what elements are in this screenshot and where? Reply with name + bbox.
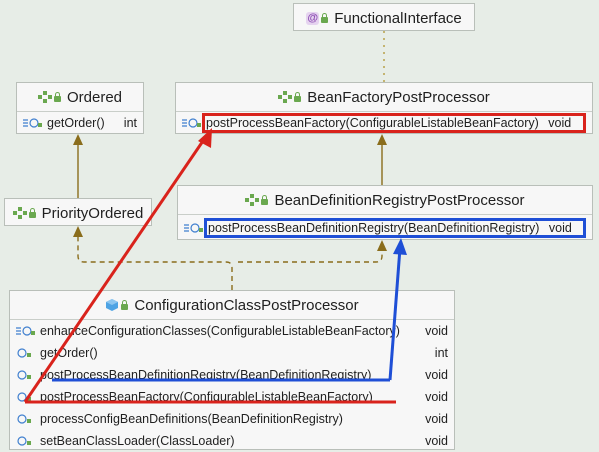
method-row[interactable]: processConfigBeanDefinitions(BeanDefinit…	[10, 408, 454, 430]
arrowhead	[73, 134, 83, 145]
highlighted-method-signature: postProcessBeanDefinitionRegistry(BeanDe…	[204, 217, 586, 238]
node-bean-definition-registry-post-processor[interactable]: BeanDefinitionRegistryPostProcessor post…	[177, 185, 593, 240]
method-icon	[17, 392, 31, 402]
blue-arrowhead	[393, 238, 407, 255]
method-return-type: void	[548, 220, 572, 235]
method-icon	[184, 222, 203, 233]
method-row[interactable]: postProcessBeanDefinitionRegistry(BeanDe…	[10, 364, 454, 386]
arrowhead	[377, 134, 387, 145]
method-row[interactable]: setBeanClassLoader(ClassLoader) void	[10, 430, 454, 452]
method-return-type: void	[425, 324, 448, 338]
method-signature: getOrder()	[40, 346, 98, 360]
annotation-icon: @	[306, 11, 329, 25]
method-row[interactable]: getOrder() int	[10, 342, 454, 364]
method-row[interactable]: postProcessBeanFactory(ConfigurableLista…	[176, 112, 592, 134]
method-return-type: void	[425, 368, 448, 382]
method-row[interactable]: postProcessBeanFactory(ConfigurableLista…	[10, 386, 454, 408]
interface-icon	[37, 91, 61, 103]
method-signature: processConfigBeanDefinitions(BeanDefinit…	[40, 412, 343, 426]
arrowhead	[73, 226, 83, 237]
node-configuration-class-post-processor[interactable]: ConfigurationClassPostProcessor enhanceC…	[9, 290, 455, 450]
interface-icon	[245, 194, 269, 206]
node-title: FunctionalInterface	[334, 9, 462, 27]
method-icon	[17, 370, 31, 380]
implements-arrow-config-to-interfaces	[77, 232, 383, 290]
node-functional-interface[interactable]: @ FunctionalInterface	[293, 3, 475, 31]
method-row[interactable]: getOrder() int	[17, 112, 143, 134]
method-signature: postProcessBeanDefinitionRegistry(BeanDe…	[40, 368, 372, 382]
method-icon	[23, 118, 42, 128]
method-signature: getOrder()	[47, 116, 105, 130]
method-icon	[16, 326, 35, 336]
node-title: Ordered	[66, 88, 123, 106]
highlighted-method-signature: postProcessBeanFactory(ConfigurableLista…	[202, 113, 586, 133]
method-return-type: int	[123, 116, 137, 130]
node-title: PriorityOrdered	[41, 204, 144, 222]
node-title: BeanDefinitionRegistryPostProcessor	[274, 191, 525, 209]
method-return-type: void	[425, 390, 448, 404]
method-signature: postProcessBeanFactory(ConfigurableLista…	[206, 116, 539, 130]
method-icon	[17, 436, 31, 446]
method-icon	[182, 118, 201, 128]
node-title: ConfigurationClassPostProcessor	[134, 296, 359, 314]
node-ordered[interactable]: Ordered getOrder() int	[16, 82, 144, 134]
method-return-type: int	[434, 346, 448, 360]
method-row[interactable]: enhanceConfigurationClasses(Configurable…	[10, 320, 454, 342]
class-icon	[105, 298, 129, 312]
arrowhead	[377, 240, 387, 251]
node-title: BeanFactoryPostProcessor	[307, 88, 490, 106]
node-bean-factory-post-processor[interactable]: BeanFactoryPostProcessor postProcessBean…	[175, 82, 593, 134]
method-icon	[17, 414, 31, 424]
method-signature: postProcessBeanDefinitionRegistry(BeanDe…	[208, 220, 540, 235]
interface-icon	[12, 207, 36, 219]
interface-icon	[278, 91, 302, 103]
method-return-type: void	[425, 412, 448, 426]
method-signature: postProcessBeanFactory(ConfigurableLista…	[40, 390, 373, 404]
method-return-type: void	[548, 116, 572, 130]
method-return-type: void	[425, 434, 448, 448]
method-signature: setBeanClassLoader(ClassLoader)	[40, 434, 235, 448]
node-priority-ordered[interactable]: PriorityOrdered	[4, 198, 152, 226]
method-icon	[17, 348, 31, 358]
method-signature: enhanceConfigurationClasses(Configurable…	[40, 324, 400, 338]
method-row[interactable]: postProcessBeanDefinitionRegistry(BeanDe…	[178, 215, 592, 240]
